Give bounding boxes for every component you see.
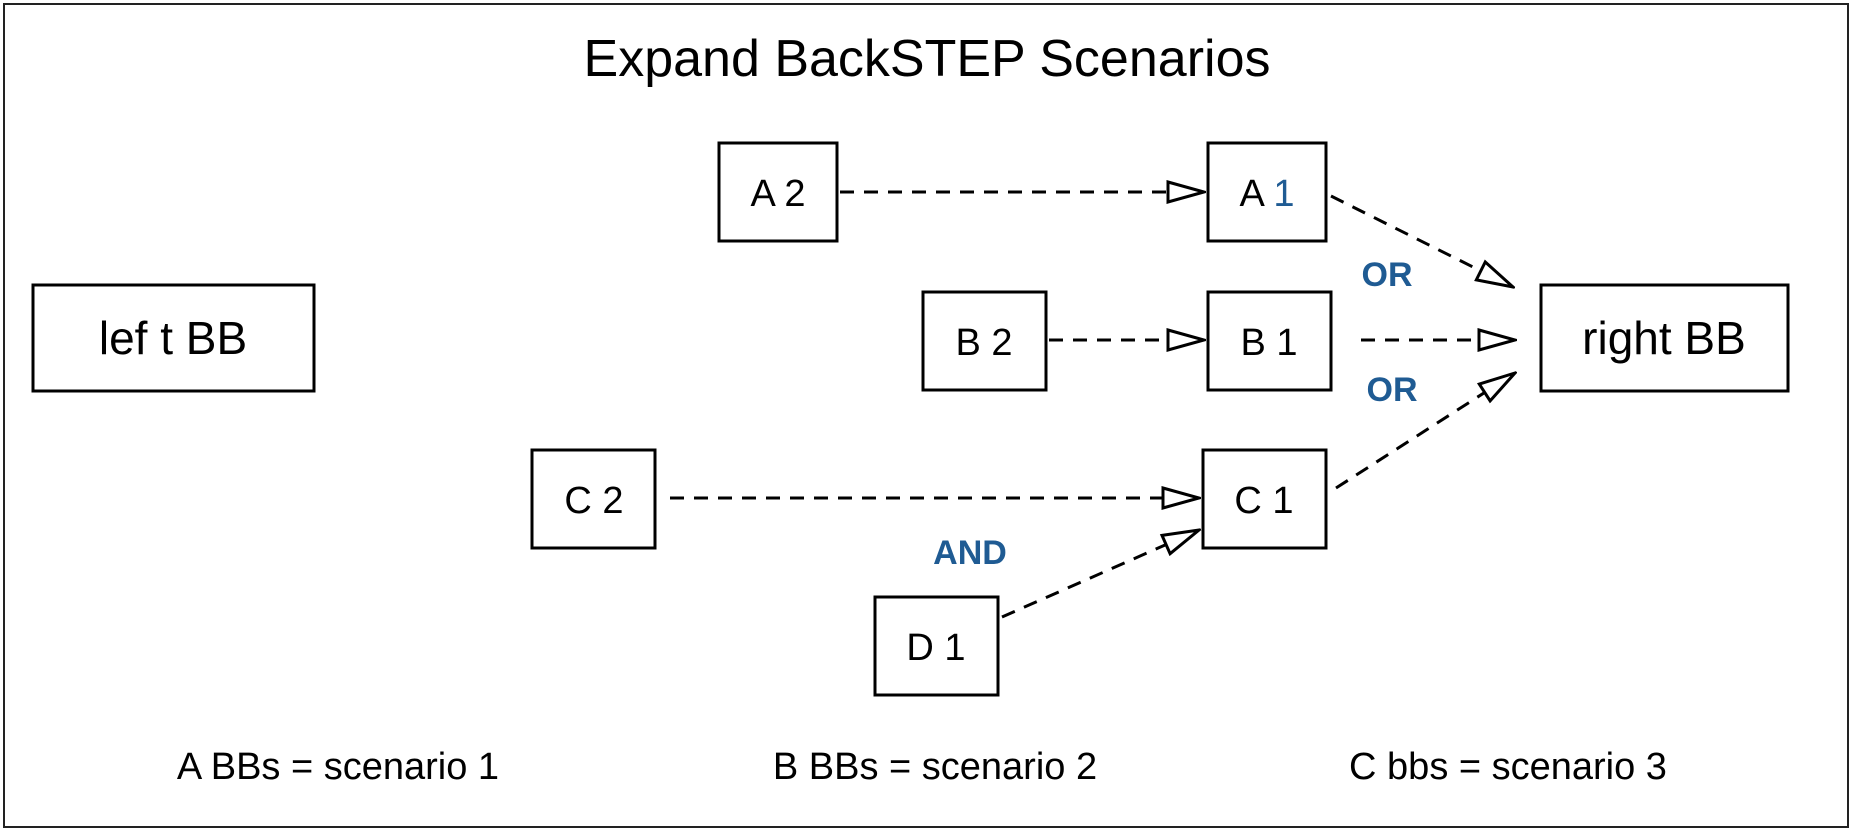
caption-scenario-c: C bbs = scenario 3 bbox=[1349, 746, 1667, 788]
or-label-bottom: OR bbox=[1367, 371, 1418, 409]
b1-label: B 1 bbox=[1240, 322, 1297, 364]
a1-letter: A bbox=[1240, 173, 1274, 215]
caption-scenario-a: A BBs = scenario 1 bbox=[177, 746, 499, 788]
b2-label: B 2 bbox=[955, 322, 1012, 364]
a1-node: A 1 bbox=[1206, 141, 1328, 243]
right-bb-node: right BB bbox=[1539, 283, 1790, 393]
a1-label: A 1 bbox=[1240, 173, 1295, 215]
d1-label: D 1 bbox=[906, 627, 965, 669]
b2-node: B 2 bbox=[921, 290, 1048, 392]
left-bb-node: lef t BB bbox=[31, 283, 316, 393]
diagram-title: Expand BackSTEP Scenarios bbox=[584, 30, 1271, 88]
or-label-top: OR bbox=[1362, 256, 1413, 294]
c2-node: C 2 bbox=[530, 448, 657, 550]
c1-node: C 1 bbox=[1201, 448, 1328, 550]
edge-d1-to-c1 bbox=[1001, 530, 1199, 619]
and-label: AND bbox=[933, 534, 1007, 572]
caption-scenario-b: B BBs = scenario 2 bbox=[773, 746, 1097, 788]
left-bb-label: lef t BB bbox=[99, 312, 247, 364]
edge-c1-to-right-bb bbox=[1335, 373, 1515, 490]
c1-label: C 1 bbox=[1234, 480, 1293, 522]
d1-node: D 1 bbox=[873, 595, 1000, 697]
b1-node: B 1 bbox=[1206, 290, 1333, 392]
c2-label: C 2 bbox=[564, 480, 623, 522]
a2-node: A 2 bbox=[717, 141, 839, 243]
edge-a1-to-right-bb bbox=[1330, 194, 1513, 287]
a1-number: 1 bbox=[1273, 173, 1294, 215]
a2-label: A 2 bbox=[751, 173, 806, 215]
right-bb-label: right BB bbox=[1582, 312, 1746, 364]
